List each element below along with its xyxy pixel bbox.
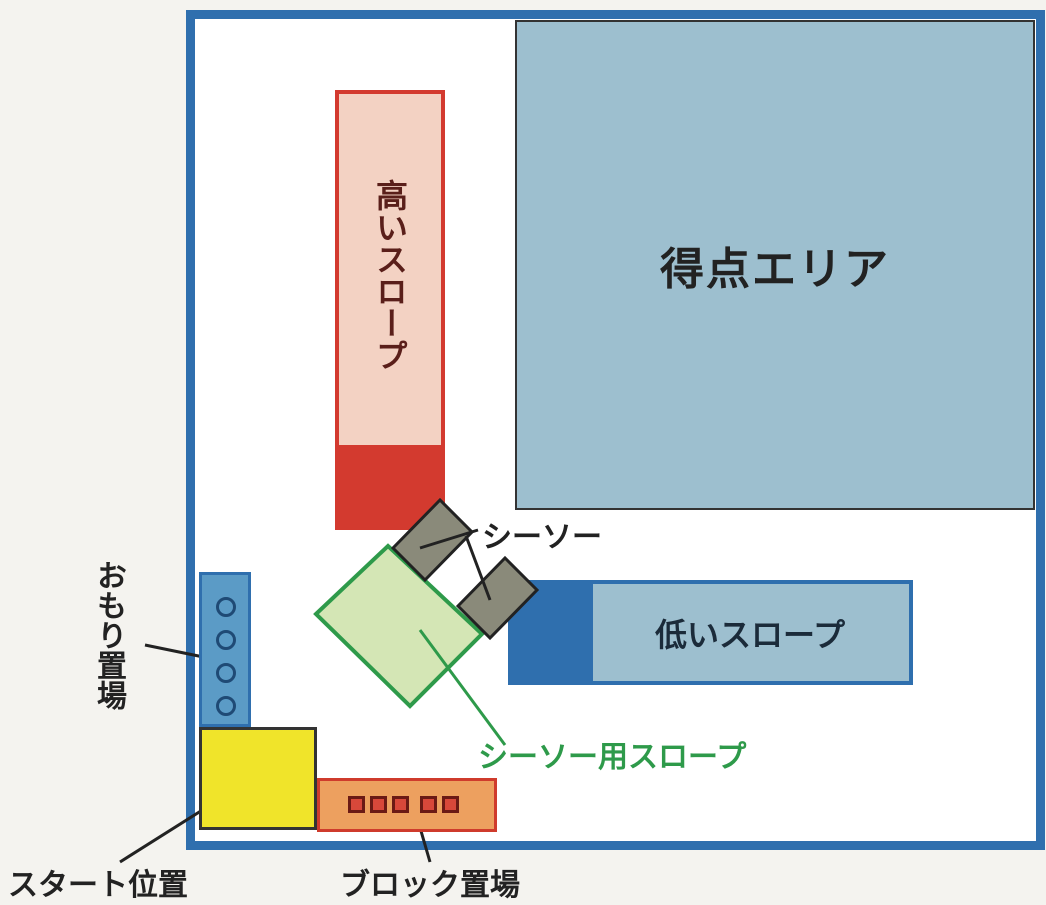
seesaw-label: シーソー: [482, 520, 602, 555]
block-slot: [420, 796, 437, 813]
weight-slot: [216, 696, 236, 716]
weight-slot: [216, 630, 236, 650]
block-area-label: ブロック置場: [340, 868, 520, 903]
weight-slot: [216, 663, 236, 683]
start-position: [199, 727, 317, 830]
weight-area: [199, 572, 251, 727]
seesaw-leader-2: [464, 535, 492, 601]
weight-area-label: おもり置場: [91, 560, 126, 710]
block-slot: [348, 796, 365, 813]
block-slot: [442, 796, 459, 813]
seesaw-slope-label: シーソー用スロープ: [478, 740, 747, 775]
block-slot: [370, 796, 387, 813]
block-area: [317, 778, 497, 832]
seesaw-slope-leader: [418, 629, 507, 746]
high-slope-label: 高いスロープ: [371, 179, 409, 371]
weight-slot: [216, 597, 236, 617]
low-slope-label: 低いスロープ: [654, 615, 846, 654]
seesaw-leader-1: [419, 528, 479, 550]
seesaw-slope: [313, 543, 485, 709]
block-slot: [392, 796, 409, 813]
seesaw-block-lower: [455, 555, 540, 641]
start-position-label: スタート位置: [8, 868, 188, 903]
score-area-label: 得点エリア: [660, 244, 890, 295]
score-area: 得点エリア: [515, 20, 1035, 510]
